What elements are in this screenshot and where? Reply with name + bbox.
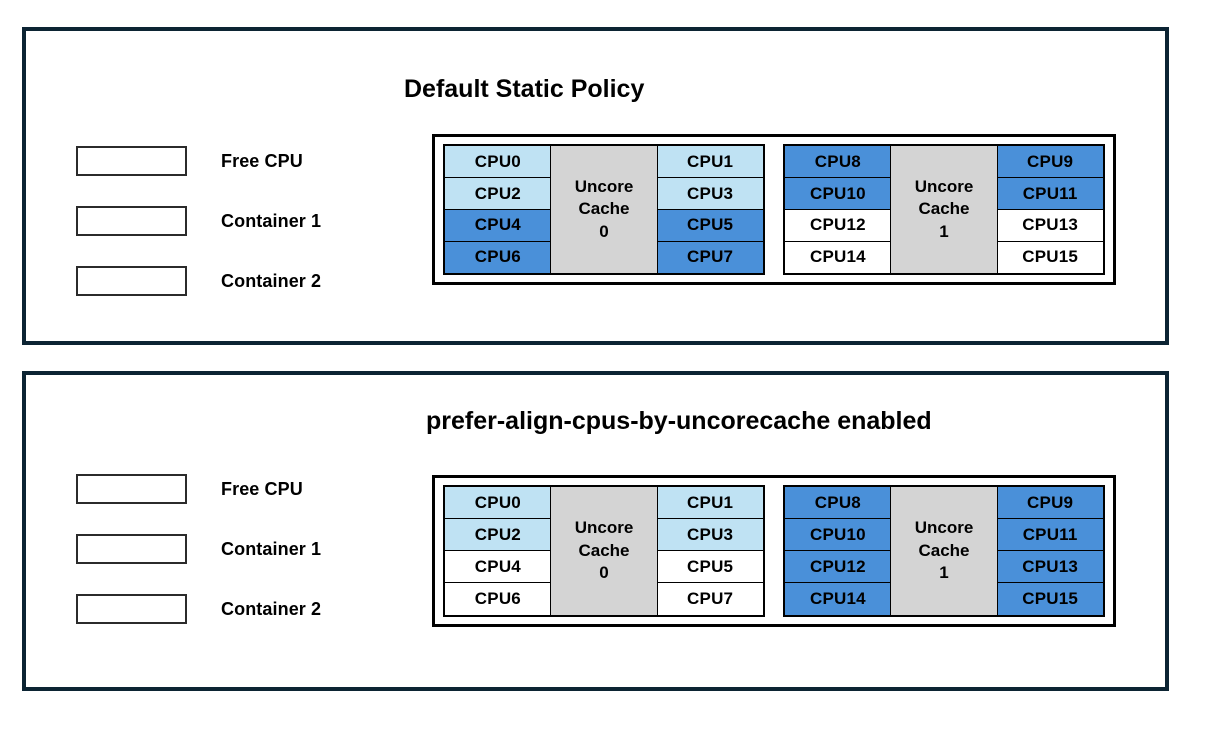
uncore-cache-index: 0 — [599, 563, 609, 583]
cpu-column-left: CPU0 CPU2 CPU4 CPU6 — [444, 486, 552, 616]
uncore-cache-index: 1 — [939, 563, 949, 583]
cpu-cell: CPU2 — [444, 518, 552, 552]
cpu-cell: CPU1 — [656, 145, 764, 179]
cpu-cell: CPU5 — [656, 550, 764, 584]
cache-group-0: CPU0 CPU2 CPU4 CPU6 Uncore Cache 0 CPU1 … — [443, 485, 765, 617]
cpu-cell: CPU9 — [996, 486, 1104, 520]
cpu-cell: CPU14 — [784, 582, 892, 616]
uncore-label-line-1: Uncore — [914, 518, 974, 538]
cpu-column-right: CPU9 CPU11 CPU13 CPU15 — [996, 486, 1104, 616]
uncore-cache-index: 1 — [939, 221, 949, 241]
cpu-cell: CPU13 — [996, 208, 1104, 242]
legend-swatch-free-cpu — [76, 474, 187, 504]
cpu-cell: CPU6 — [444, 240, 552, 274]
legend-swatch-container-1 — [76, 206, 187, 236]
cache-group-1: CPU8 CPU10 CPU12 CPU14 Uncore Cache 1 CP… — [783, 144, 1105, 275]
uncore-cache-block: Uncore Cache 0 — [550, 486, 658, 616]
cache-group-0: CPU0 CPU2 CPU4 CPU6 Uncore Cache 0 CPU1 … — [443, 144, 765, 275]
cpu-cell: CPU4 — [444, 208, 552, 242]
panel-default-static-policy: Default Static Policy Free CPU Container… — [22, 27, 1169, 345]
cpu-cell: CPU10 — [784, 177, 892, 211]
legend-item-free-cpu: Free CPU — [76, 459, 321, 519]
uncore-label-line-2: Cache — [578, 540, 630, 560]
legend-swatch-container-2 — [76, 594, 187, 624]
cpu-cell: CPU15 — [996, 582, 1104, 616]
cpu-cell: CPU2 — [444, 177, 552, 211]
cpu-cell: CPU1 — [656, 486, 764, 520]
uncore-cache-block: Uncore Cache 0 — [550, 145, 658, 274]
cpu-cell: CPU7 — [656, 240, 764, 274]
legend-item-container-1: Container 1 — [76, 519, 321, 579]
socket-diagram: CPU0 CPU2 CPU4 CPU6 Uncore Cache 0 CPU1 … — [432, 475, 1116, 627]
socket-diagram: CPU0 CPU2 CPU4 CPU6 Uncore Cache 0 CPU1 … — [432, 134, 1116, 285]
cpu-cell: CPU14 — [784, 240, 892, 274]
cpu-cell: CPU8 — [784, 145, 892, 179]
legend: Free CPU Container 1 Container 2 — [76, 459, 321, 639]
uncore-cache-block: Uncore Cache 1 — [890, 486, 998, 616]
legend-label-container-1: Container 1 — [221, 538, 322, 559]
cpu-cell: CPU12 — [784, 550, 892, 584]
cpu-cell: CPU0 — [444, 486, 552, 520]
cpu-column-right: CPU1 CPU3 CPU5 CPU7 — [656, 145, 764, 274]
legend-label-free-cpu: Free CPU — [221, 478, 303, 499]
cpu-column-right: CPU1 CPU3 CPU5 CPU7 — [656, 486, 764, 616]
cpu-cell: CPU11 — [996, 518, 1104, 552]
legend-swatch-container-2 — [76, 266, 187, 296]
cpu-cell: CPU9 — [996, 145, 1104, 179]
uncore-cache-block: Uncore Cache 1 — [890, 145, 998, 274]
uncore-cache-index: 0 — [599, 221, 609, 241]
legend-label-free-cpu: Free CPU — [221, 150, 303, 171]
legend-item-container-2: Container 2 — [76, 251, 321, 311]
cpu-cell: CPU4 — [444, 550, 552, 584]
legend: Free CPU Container 1 Container 2 — [76, 131, 321, 311]
uncore-label-line-2: Cache — [918, 199, 970, 219]
cpu-cell: CPU13 — [996, 550, 1104, 584]
cpu-column-right: CPU9 CPU11 CPU13 CPU15 — [996, 145, 1104, 274]
cpu-cell: CPU5 — [656, 208, 764, 242]
cpu-column-left: CPU0 CPU2 CPU4 CPU6 — [444, 145, 552, 274]
cpu-cell: CPU12 — [784, 208, 892, 242]
uncore-label-line-1: Uncore — [914, 176, 974, 196]
cpu-cell: CPU8 — [784, 486, 892, 520]
legend-swatch-free-cpu — [76, 146, 187, 176]
uncore-label-line-1: Uncore — [574, 176, 634, 196]
panel-prefer-align-cpus-by-uncorecache: prefer-align-cpus-by-uncorecache enabled… — [22, 371, 1169, 691]
cpu-column-left: CPU8 CPU10 CPU12 CPU14 — [784, 145, 892, 274]
legend-item-container-2: Container 2 — [76, 579, 321, 639]
cpu-cell: CPU10 — [784, 518, 892, 552]
legend-label-container-2: Container 2 — [221, 598, 322, 619]
legend-label-container-1: Container 1 — [221, 210, 322, 231]
legend-item-container-1: Container 1 — [76, 191, 321, 251]
page-title: prefer-align-cpus-by-uncorecache enabled — [426, 407, 932, 435]
page-title: Default Static Policy — [404, 75, 645, 103]
cpu-cell: CPU0 — [444, 145, 552, 179]
legend-swatch-container-1 — [76, 534, 187, 564]
cpu-cell: CPU3 — [656, 518, 764, 552]
cpu-cell: CPU6 — [444, 582, 552, 616]
cpu-column-left: CPU8 CPU10 CPU12 CPU14 — [784, 486, 892, 616]
cpu-cell: CPU3 — [656, 177, 764, 211]
legend-label-container-2: Container 2 — [221, 270, 322, 291]
legend-item-free-cpu: Free CPU — [76, 131, 321, 191]
cache-group-1: CPU8 CPU10 CPU12 CPU14 Uncore Cache 1 CP… — [783, 485, 1105, 617]
cpu-cell: CPU11 — [996, 177, 1104, 211]
cpu-cell: CPU15 — [996, 240, 1104, 274]
uncore-label-line-1: Uncore — [574, 518, 634, 538]
cpu-cell: CPU7 — [656, 582, 764, 616]
uncore-label-line-2: Cache — [578, 199, 630, 219]
uncore-label-line-2: Cache — [918, 540, 970, 560]
